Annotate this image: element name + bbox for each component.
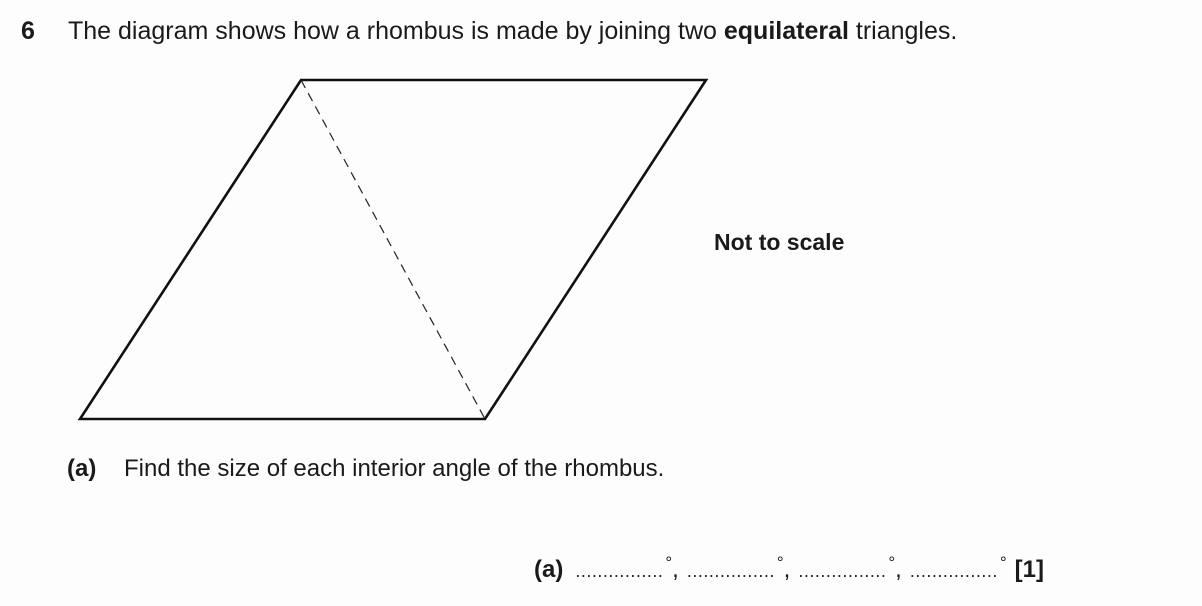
rhombus-outline — [77, 78, 709, 421]
answer-slot-1[interactable]: ................ ° , — [575, 553, 687, 589]
question-stem-emphasis: equilateral — [723, 17, 849, 45]
separator-comma: , — [672, 556, 679, 583]
answer-slot-2[interactable]: ................ ° , — [687, 553, 799, 589]
dashed-diagonal — [300, 79, 486, 420]
answer-row: (a) ................ ° , ...............… — [534, 553, 1044, 587]
answer-label: (a) — [534, 556, 564, 583]
answer-dots[interactable]: ................ — [798, 561, 887, 581]
degree-symbol: ° — [665, 553, 673, 572]
question-stem-end: triangles. — [848, 17, 958, 45]
question-stem-text: The diagram shows how a rhombus is made … — [68, 17, 724, 45]
question-stem: The diagram shows how a rhombus is made … — [68, 15, 957, 47]
part-a-label: (a) — [67, 455, 97, 482]
marks-badge: [1] — [1014, 556, 1045, 583]
not-to-scale-label: Not to scale — [714, 229, 845, 255]
answer-dots[interactable]: ................ — [686, 561, 775, 581]
answer-dots[interactable]: ................ — [575, 561, 664, 581]
answer-dots[interactable]: ................ — [909, 561, 998, 581]
degree-symbol: ° — [888, 553, 896, 572]
answer-slot-3[interactable]: ................ ° , — [798, 553, 910, 589]
answer-slot-4[interactable]: ................ ° — [909, 553, 1007, 589]
part-a-prompt: Find the size of each interior angle of … — [124, 455, 665, 482]
degree-symbol: ° — [776, 553, 784, 572]
degree-symbol: ° — [999, 553, 1007, 572]
question-number: 6 — [21, 17, 35, 45]
separator-comma: , — [783, 556, 791, 583]
separator-comma: , — [895, 556, 902, 583]
